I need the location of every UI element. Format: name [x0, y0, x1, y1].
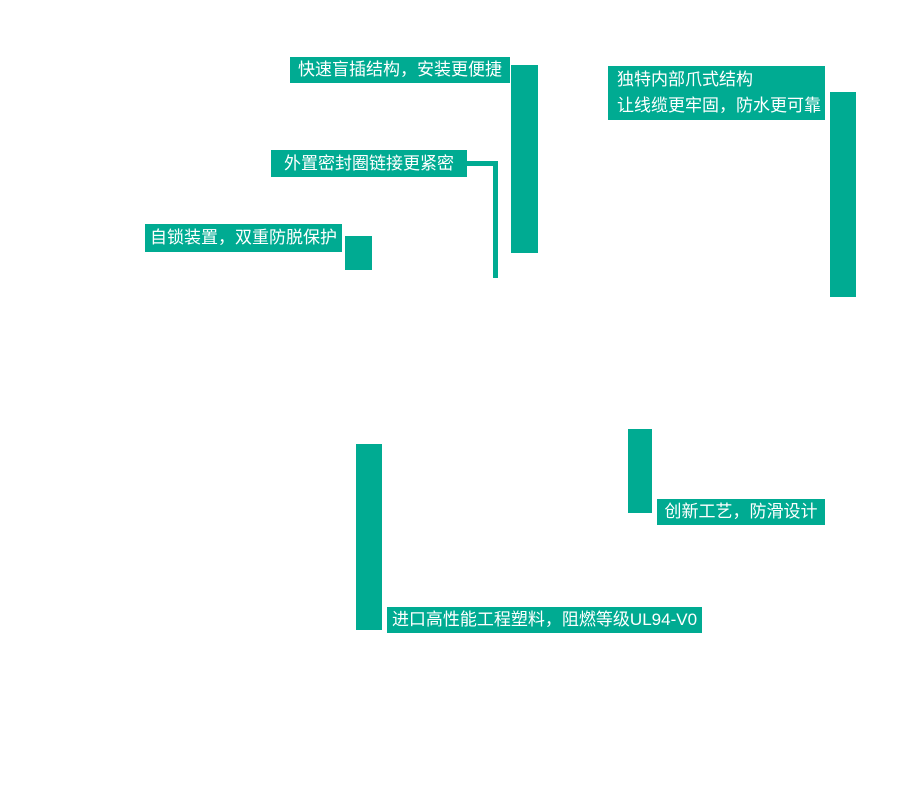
feature-label-quick-insert: 快速盲插结构，安装更便捷 [290, 57, 510, 83]
feature-label-self-lock: 自锁装置，双重防脱保护 [145, 224, 342, 252]
connector-line-horizontal [467, 161, 497, 166]
feature-label-seal-ring: 外置密封圈链接更紧密 [271, 150, 467, 177]
feature-label-material: 进口高性能工程塑料，阻燃等级UL94-V0 [387, 607, 702, 633]
feature-label-claw-structure: 独特内部爪式结构 让线缆更牢固，防水更可靠 [608, 66, 825, 120]
marker-bar-material [356, 444, 382, 630]
feature-label-anti-slip: 创新工艺，防滑设计 [657, 499, 825, 525]
marker-bar-quick-insert [511, 65, 538, 253]
marker-bar-claw-structure [830, 92, 856, 297]
feature-label-claw-line1: 独特内部爪式结构 [617, 70, 753, 89]
marker-bar-anti-slip [628, 429, 652, 513]
marker-bar-self-lock [345, 236, 372, 270]
feature-label-claw-line2: 让线缆更牢固，防水更可靠 [617, 96, 821, 115]
connector-line-vertical [493, 161, 498, 278]
